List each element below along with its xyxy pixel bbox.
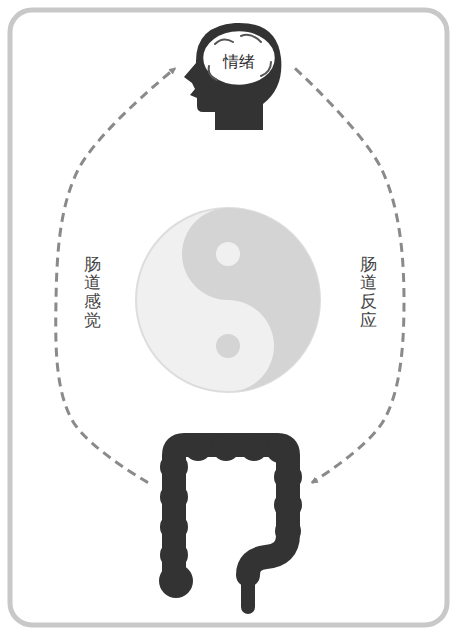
intestine-figure [148,425,312,617]
edge-label: 肠道感觉 [83,253,102,332]
yin-yang-symbol [136,208,320,392]
edge-label-holder: 肠道反应 [359,253,378,332]
intestine-figure-shape [148,425,312,617]
emotion-label: 情绪 [223,52,255,71]
edge-label-holder: 肠道感觉 [83,253,102,332]
dashed-arrow [295,68,404,482]
edge-label: 肠道反应 [359,253,378,332]
head-figure-shape [175,18,295,130]
frame [10,10,447,625]
head-figure: 情绪 [175,18,295,130]
dashed-arrow [56,68,175,482]
